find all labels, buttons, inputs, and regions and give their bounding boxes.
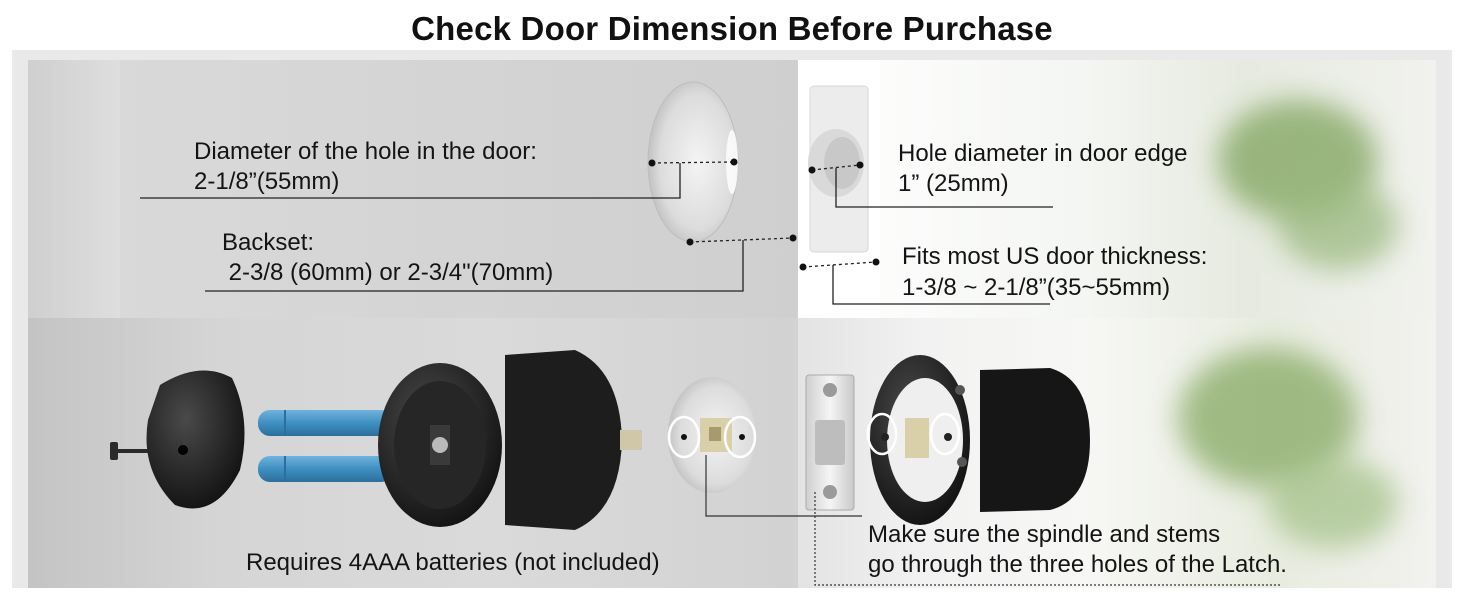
thickness-value: 1-3/8 ~ 2-1/8”(35~55mm) — [902, 274, 1171, 301]
battery-cover — [146, 370, 245, 509]
door-edge-panel — [798, 60, 1436, 318]
door-edge — [800, 60, 880, 318]
door-hole-with-latch — [668, 377, 756, 493]
blurred-plant-bottom-2 — [1268, 458, 1398, 548]
page-title: Check Door Dimension Before Purchase — [411, 10, 1053, 47]
spindle-note-line2: go through the three holes of the Latch. — [868, 551, 1287, 578]
backset-value: 2-3/8 (60mm) or 2-3/4"(70mm) — [222, 259, 554, 286]
hole-door-value: 2-1/8”(55mm) — [194, 168, 340, 195]
aaa-batteries — [258, 410, 393, 482]
measurement-dots — [648, 158, 880, 271]
backset-label: Backset: — [222, 229, 315, 256]
spindle-note-line1: Make sure the spindle and stems — [868, 521, 1221, 548]
door-face-hole — [647, 81, 739, 243]
lock-knob-body — [378, 350, 622, 530]
hole-edge-value: 1” (25mm) — [898, 170, 1009, 197]
hole-door-label: Diameter of the hole in the door: — [194, 138, 537, 165]
thickness-label: Fits most US door thickness: — [902, 243, 1208, 270]
latch-plate — [805, 374, 855, 511]
spindle-tailpiece — [620, 430, 642, 450]
blurred-plant-top-2 — [1278, 180, 1398, 270]
assembled-lock — [870, 355, 1090, 525]
spindle-leader-lines — [705, 455, 1280, 586]
hole-edge-label: Hole diameter in door edge — [898, 140, 1188, 167]
hole-highlight-circles — [667, 412, 961, 459]
batteries-note: Requires 4AAA batteries (not included) — [246, 549, 660, 576]
leader-lines — [140, 161, 1053, 305]
